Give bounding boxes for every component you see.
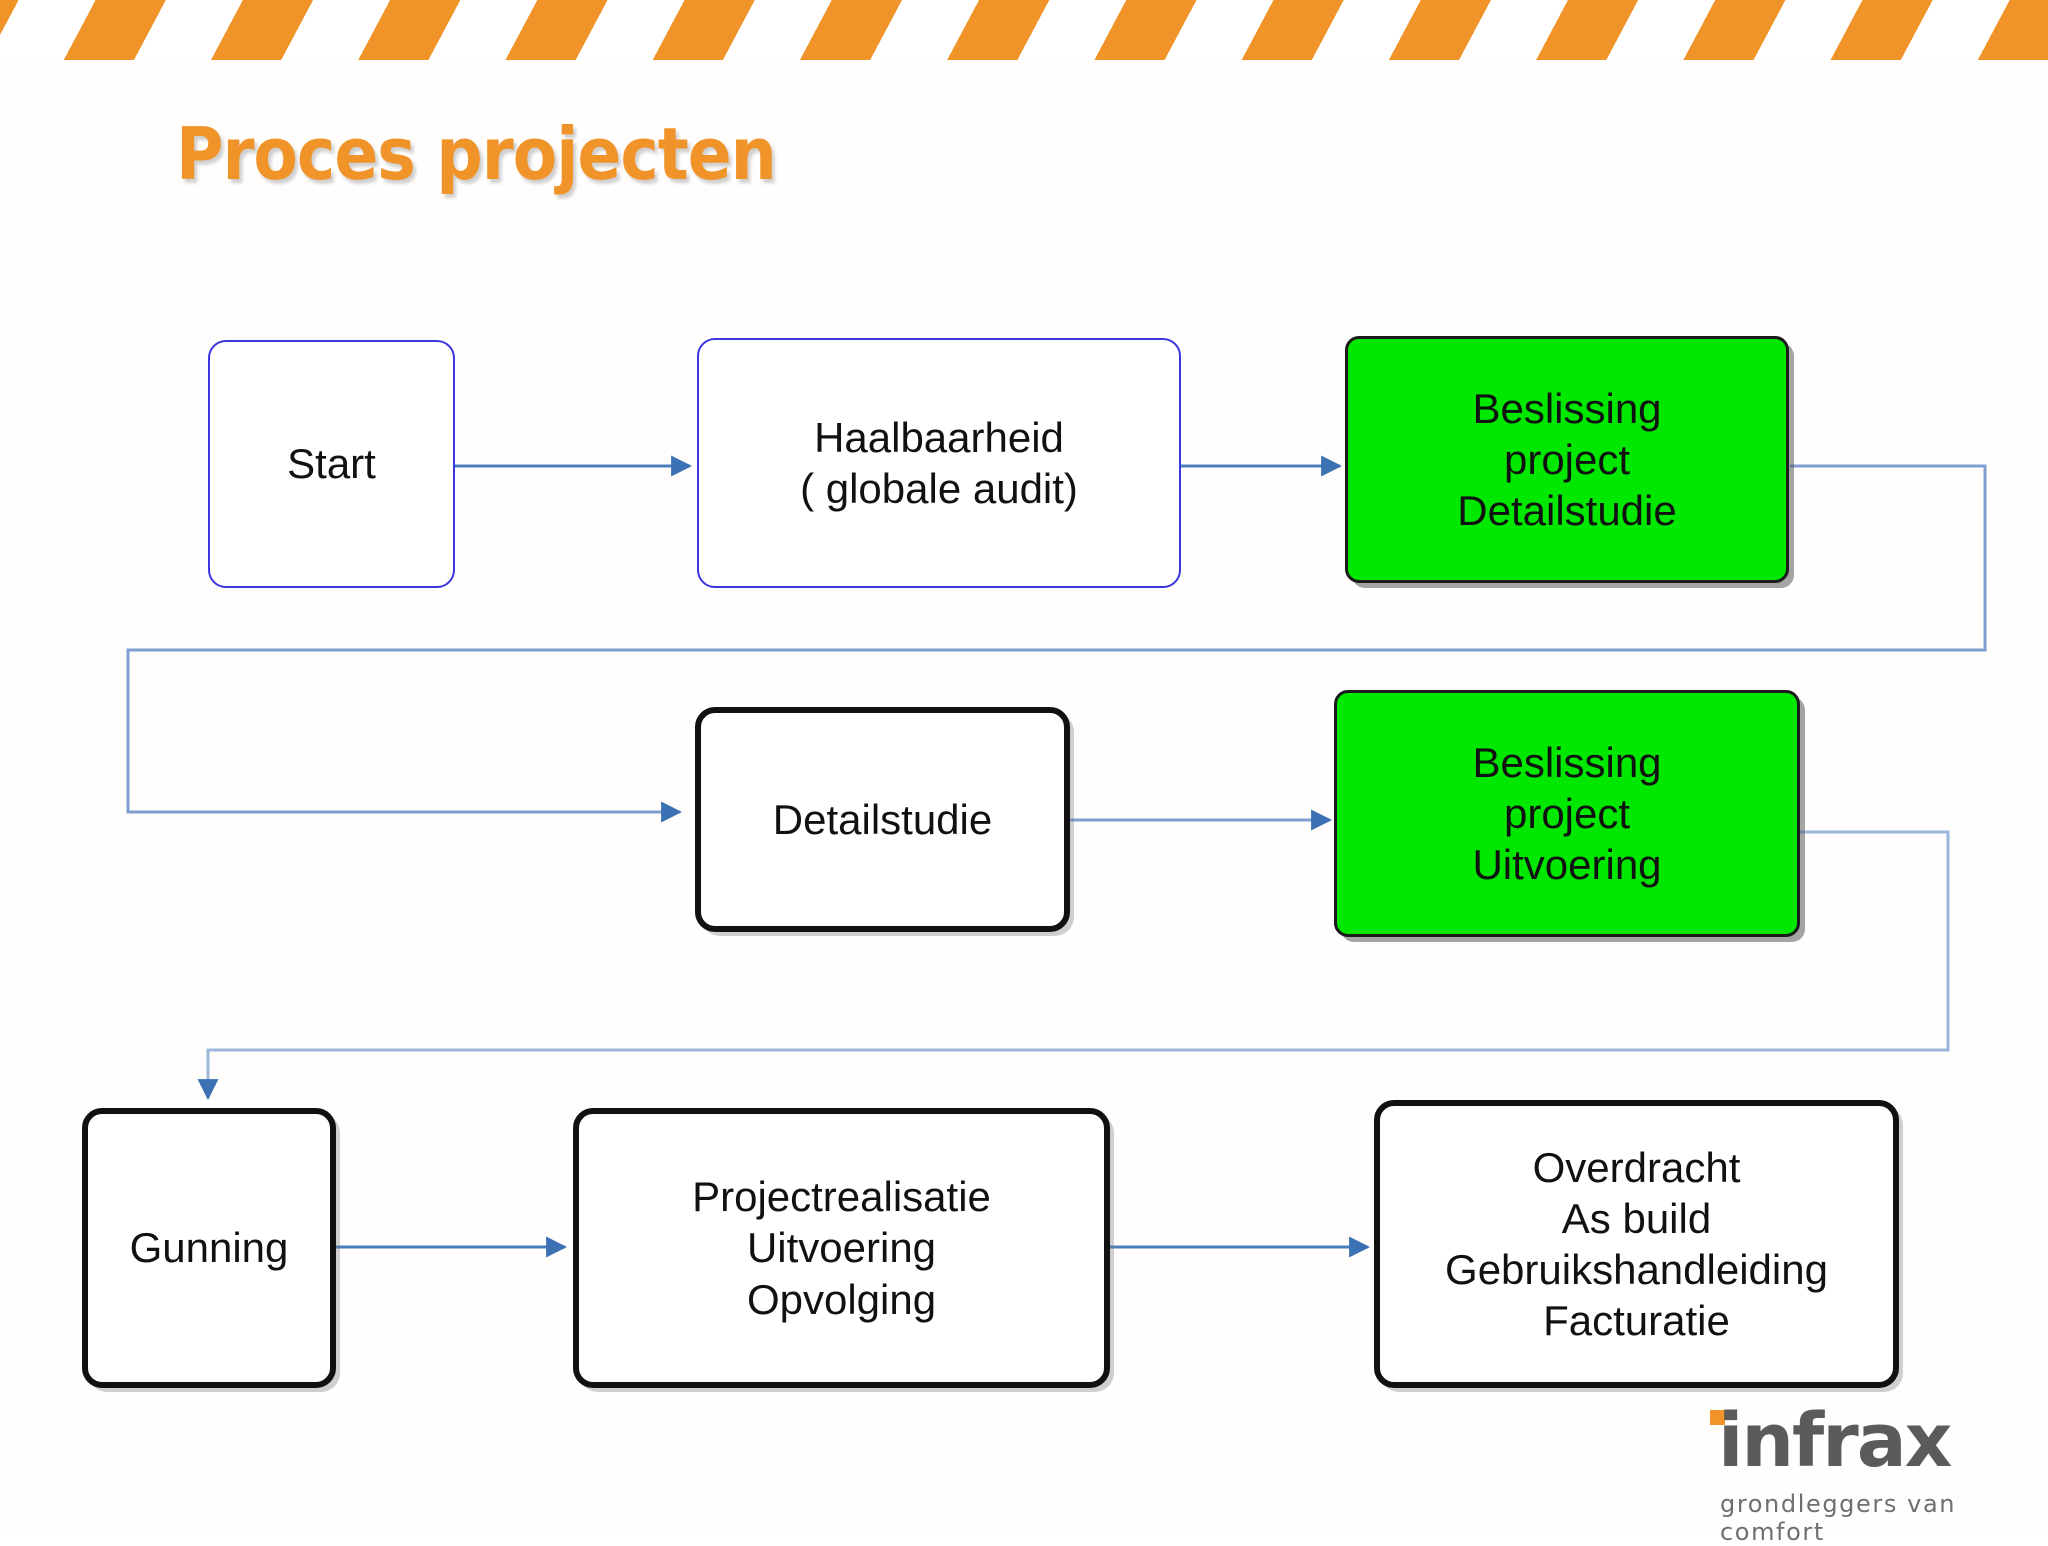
node-detailstudie-label: Detailstudie xyxy=(772,795,993,843)
node-beslissing-detailstudie[interactable]: Beslissing project Detailstudie xyxy=(1345,336,1789,583)
node-start-label: Start xyxy=(287,440,376,488)
node-projectrealisatie-line2: Uitvoering xyxy=(746,1224,937,1272)
infrax-logo: infrax grondleggers van comfort xyxy=(1690,1398,2020,1546)
node-overdracht-line4: Facturatie xyxy=(1543,1297,1730,1345)
node-beslissing-detailstudie-line2: project xyxy=(1503,435,1631,483)
logo-tagline: grondleggers van comfort xyxy=(1720,1490,1957,1546)
node-start[interactable]: Start xyxy=(208,340,455,588)
logo-dot-icon xyxy=(1710,1410,1725,1425)
node-detailstudie[interactable]: Detailstudie xyxy=(695,707,1070,932)
edge-beslissing-detailstudie-to-detailstudie xyxy=(126,464,1987,823)
node-overdracht-line3: Gebruikshandleiding xyxy=(1445,1246,1828,1293)
node-beslissing-uitvoering[interactable]: Beslissing project Uitvoering xyxy=(1334,690,1800,937)
page-title: Proces projecten xyxy=(176,112,777,196)
node-haalbaarheid-line2: ( globale audit) xyxy=(800,465,1078,512)
node-beslissing-uitvoering-line3: Uitvoering xyxy=(1472,841,1662,889)
node-beslissing-uitvoering-line1: Beslissing xyxy=(1472,738,1662,786)
node-overdracht-line2: As build xyxy=(1561,1194,1712,1242)
header-stripe-band xyxy=(0,0,2048,60)
node-haalbaarheid-line1: Haalbaarheid xyxy=(814,413,1064,461)
node-beslissing-detailstudie-line3: Detailstudie xyxy=(1457,487,1677,535)
node-beslissing-detailstudie-line1: Beslissing xyxy=(1472,384,1662,432)
node-projectrealisatie-line1: Projectrealisatie xyxy=(692,1173,991,1221)
node-projectrealisatie[interactable]: Projectrealisatie Uitvoering Opvolging xyxy=(573,1108,1110,1388)
node-overdracht[interactable]: Overdracht As build Gebruikshandleiding … xyxy=(1374,1100,1899,1388)
node-projectrealisatie-line3: Opvolging xyxy=(746,1275,937,1323)
node-beslissing-uitvoering-line2: project xyxy=(1503,789,1631,837)
node-gunning-label: Gunning xyxy=(129,1224,289,1272)
node-haalbaarheid[interactable]: Haalbaarheid ( globale audit) xyxy=(697,338,1181,588)
logo-wordmark: infrax xyxy=(1718,1398,1952,1484)
edge-beslissing-uitvoering-to-gunning xyxy=(197,830,1950,1101)
node-gunning[interactable]: Gunning xyxy=(82,1108,336,1388)
node-overdracht-line1: Overdracht xyxy=(1532,1143,1741,1191)
